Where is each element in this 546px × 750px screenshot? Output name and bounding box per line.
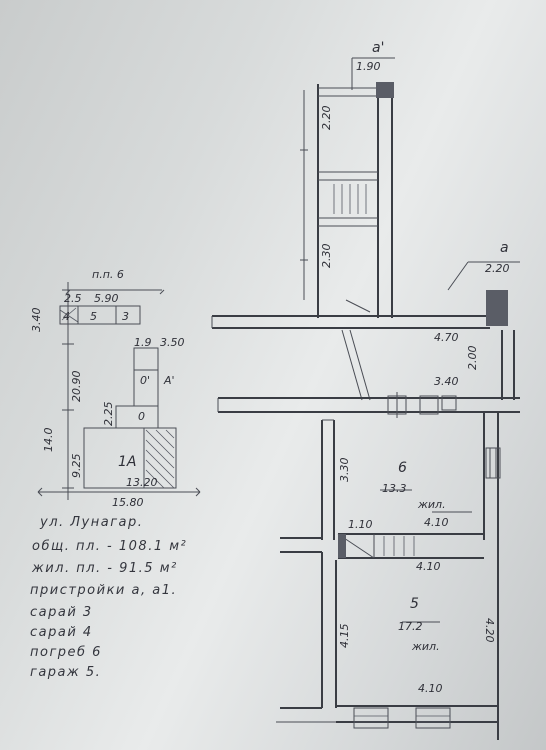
- annex-a-label: а: [500, 240, 509, 256]
- site-dim-10: 15.80: [112, 496, 144, 509]
- annex-a-width: 2.20: [485, 262, 510, 275]
- site-label-0: 0: [138, 410, 145, 423]
- site-label-4: 4: [63, 310, 70, 323]
- note-street: ул. Лунагар.: [39, 515, 143, 530]
- site-dim-8: 14.0: [42, 428, 55, 453]
- note-annexes: пристройки а, а1.: [30, 583, 177, 598]
- room-6-dim-bottom: 4.10: [424, 516, 449, 529]
- room-5-dim-top: 4.10: [416, 560, 441, 573]
- room-5-dim-right: 4.20: [483, 618, 496, 643]
- notes-block: ул. Лунагар. общ. пл. - 108.1 м² жил. пл…: [30, 515, 187, 680]
- room-5: [276, 552, 498, 729]
- annex-a: [211, 261, 520, 401]
- annex-a1-dim-lower: 2.30: [320, 244, 333, 269]
- site-plan: [37, 282, 201, 500]
- annex-a1-dim-upper: 2.20: [320, 106, 333, 131]
- site-dim-6: 2.25: [102, 402, 115, 427]
- note-total-area: общ. пл. - 108.1 м²: [32, 539, 187, 554]
- step-dim: 1.10: [348, 518, 373, 531]
- note-cellar: погреб 6: [30, 645, 102, 660]
- annex-a1-label: а': [372, 40, 384, 56]
- note-living-area: жил. пл. - 91.5 м²: [31, 561, 178, 576]
- room-5-number: 5: [410, 596, 419, 612]
- site-label-3: 3: [122, 310, 129, 323]
- room-5-type: жил.: [411, 640, 440, 653]
- note-garage: гараж 5.: [30, 665, 101, 680]
- site-dim-5: 20.90: [70, 371, 83, 403]
- room-5-dim-left: 4.15: [338, 624, 351, 649]
- room-5-dim-bottom: 4.10: [418, 682, 443, 695]
- room-6-number: 6: [398, 460, 407, 476]
- site-plan-header: п.п. 6: [92, 268, 124, 281]
- site-dim-9: 13.20: [126, 476, 158, 489]
- room-6: [217, 392, 520, 740]
- site-dim-4: 3.50: [160, 336, 185, 349]
- site-dim-2: 5.90: [94, 292, 119, 305]
- site-label-1a: 1А: [118, 454, 136, 470]
- site-dim-0: 3.40: [30, 308, 43, 333]
- site-label-a-prime: А': [163, 374, 175, 387]
- site-dim-7: 9.25: [70, 454, 83, 479]
- note-shed-3: сарай 3: [30, 605, 93, 620]
- room-6-dim-left: 3.30: [338, 458, 351, 483]
- annex-a1: [300, 57, 395, 318]
- room-6-area: 13.3: [382, 482, 407, 495]
- note-shed-4: сарай 4: [30, 625, 93, 640]
- corridor-dim-200: 2.00: [466, 346, 479, 371]
- corridor-dim-340: 3.40: [434, 375, 459, 388]
- room-6-type: жил.: [417, 498, 446, 511]
- site-label-5: 5: [90, 310, 97, 323]
- corridor-dim-470: 4.70: [434, 331, 459, 344]
- site-dim-3: 1.9: [134, 336, 152, 349]
- site-dim-1: 2.5: [64, 292, 82, 305]
- site-label-0-prime: 0': [140, 374, 150, 387]
- room-5-area: 17.2: [398, 620, 423, 633]
- site-hatched-house: [145, 429, 175, 489]
- annex-a1-width: 1.90: [356, 60, 381, 73]
- step-passage: [280, 533, 484, 559]
